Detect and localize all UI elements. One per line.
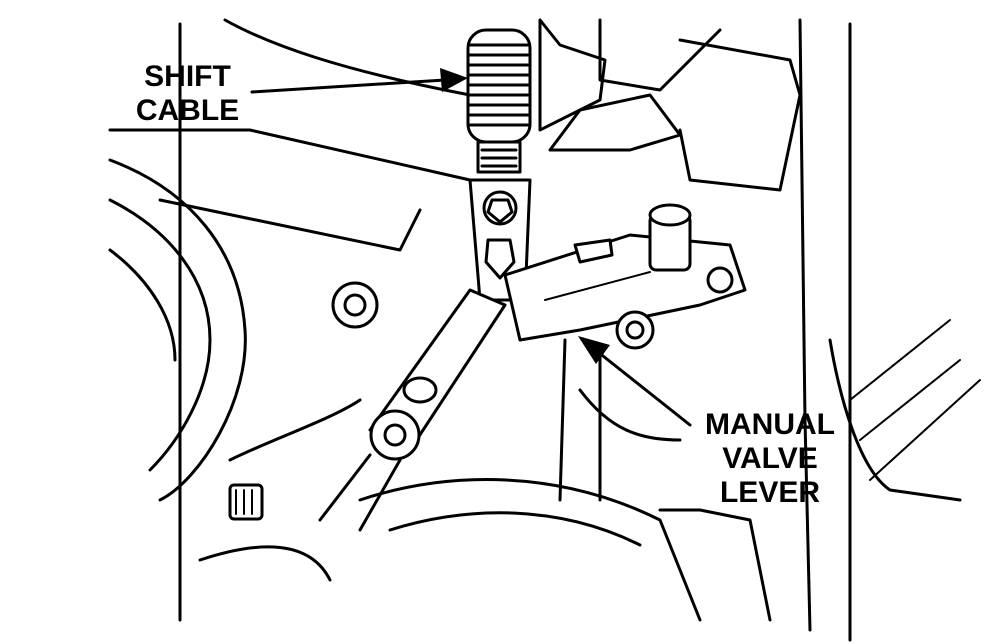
shift-cable-label-line-1: SHIFT [144,60,231,93]
hose-inner [108,198,212,472]
shift-cable-leader-arrow [250,68,468,94]
manual-valve-lever-label-line-2: VALVE [722,442,818,475]
lower-pan-inner [388,511,642,547]
bracket-upper [598,18,722,92]
mounting-bolt-right [615,310,655,350]
right-housing-curve [828,338,962,502]
case-curve [578,388,682,442]
manual-valve-lever-label: MANUAL VALVE LEVER [690,408,850,510]
lower-nut [228,483,264,521]
manual-valve-lever-label-line-3: LEVER [719,476,821,509]
lower-pan-outer [358,478,702,622]
upper-housing-curve [223,18,472,97]
lower-hose [228,398,362,462]
hatch-lines [849,319,981,481]
bracket-left [538,18,607,132]
manual-valve-lever-leader-arrow [578,336,692,427]
crossmember-top [108,128,472,182]
hose-outer [108,158,247,502]
bracket-base [548,93,682,152]
shift-cable-label: SHIFT CABLE [130,60,245,128]
shift-cable-boot [466,28,532,174]
lower-left-curve [198,545,332,582]
lower-right-block [658,508,772,622]
right-pillar [798,18,812,632]
case-pillar [558,338,602,502]
hose-detail [108,248,177,362]
bracket-right [678,38,802,192]
crossmember-bottom [158,198,422,252]
manual-valve-lever [503,203,747,342]
shift-cable-label-line-2: CABLE [135,94,240,127]
linkage-rod [318,288,507,532]
manual-valve-lever-label-line-1: MANUAL [705,408,835,441]
mounting-bolt-left [331,281,379,329]
